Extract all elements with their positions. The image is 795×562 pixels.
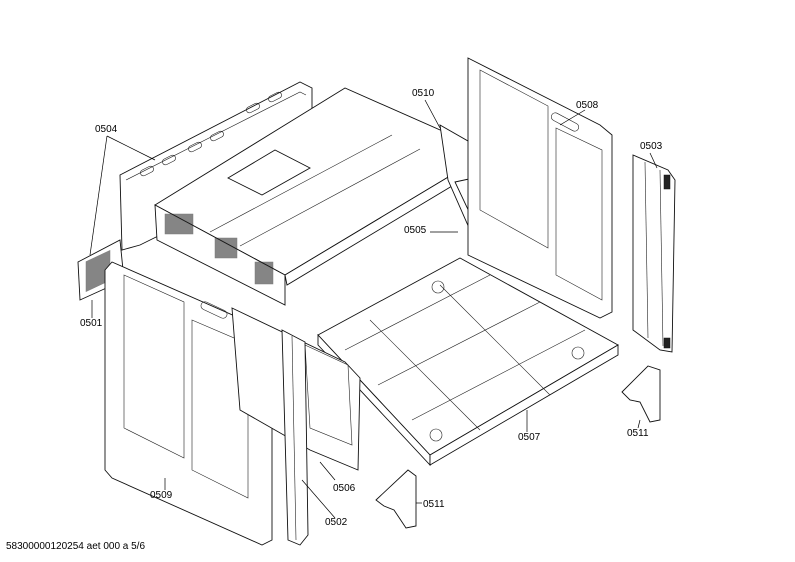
callout-0509: 0509 [150,490,173,501]
part-0509-left-side-panel [104,261,273,546]
callout-0502: 0502 [325,517,348,528]
callout-0508: 0508 [576,100,599,111]
callout-0507: 0507 [518,432,541,443]
callout-0505: 0505 [404,225,427,236]
callout-0504: 0504 [95,124,118,135]
document-footer-id: 58300000120254 aet 000 a 5/6 [6,541,146,552]
callout-0511-right: 0511 [627,428,649,439]
part-0508-right-side-panel [467,57,613,319]
part-0503-right-rail [632,154,676,353]
callout-0503: 0503 [640,141,663,152]
callout-0501: 0501 [80,318,103,329]
rear-panel-slots [140,91,282,177]
callout-0510: 0510 [412,88,435,99]
callout-0511-bottom: 0511 [423,499,445,510]
callout-0506: 0506 [333,483,356,494]
leader-lines [89,99,658,519]
part-0511-bracket-right [621,365,661,423]
part-0511-bracket-bottom [375,469,417,529]
part-0502-front-rail [281,329,309,546]
top-cover-vents [164,213,274,285]
